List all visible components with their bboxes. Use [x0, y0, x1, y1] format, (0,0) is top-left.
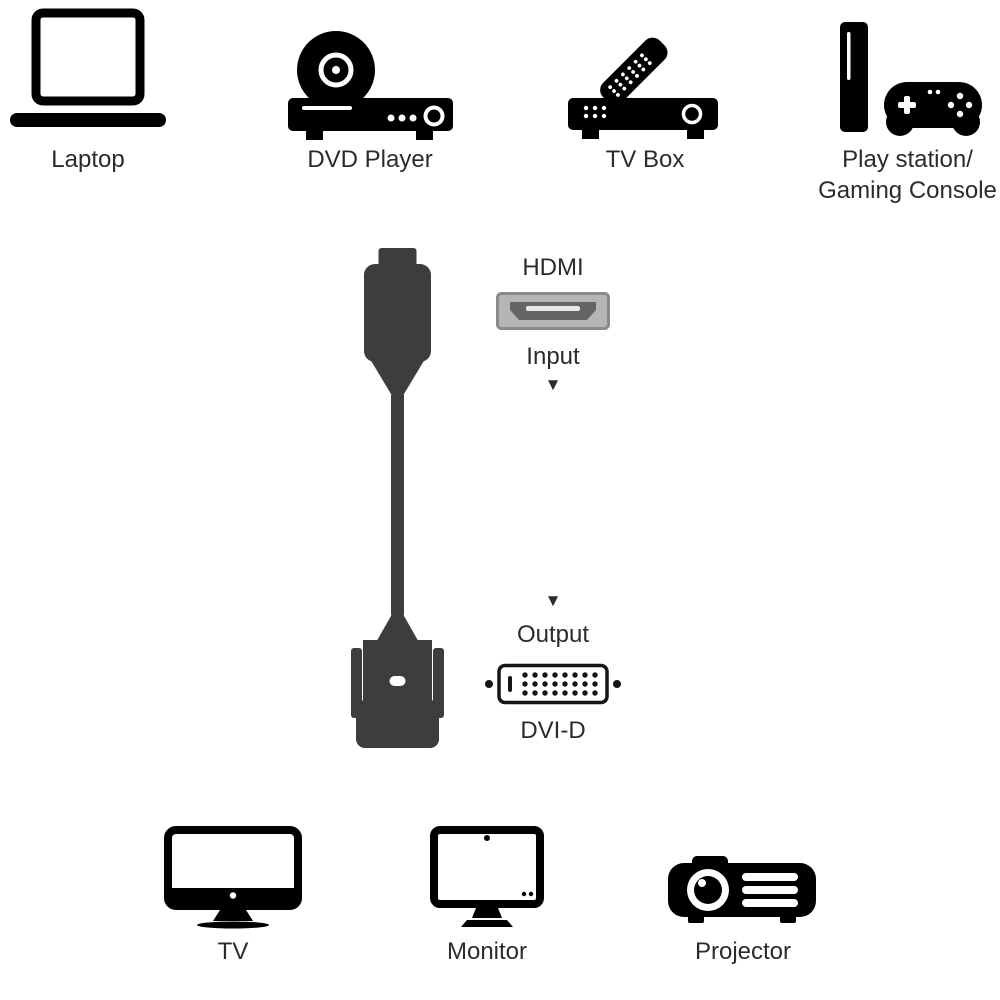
sink-label-tv: TV — [217, 938, 249, 965]
source-label-gaming-console-line2: Gaming Console — [818, 176, 997, 204]
tv-icon — [163, 826, 303, 932]
source-label-dvd-player: DVD Player — [307, 146, 433, 173]
hdmi-port-icon — [496, 292, 610, 330]
dvd-player-icon — [288, 30, 453, 142]
dvi-d-port-icon — [483, 663, 623, 705]
down-arrow-icon: ▼ — [544, 375, 562, 394]
input-connector-label: HDMI — [522, 254, 584, 281]
down-arrow-icon: ▼ — [544, 591, 562, 610]
input-role-label: Input — [526, 343, 580, 370]
monitor-icon — [429, 826, 545, 932]
output-role-label: Output — [516, 621, 590, 648]
source-label-laptop: Laptop — [51, 146, 125, 173]
source-label-gaming-console-line1: Play station/ — [842, 146, 973, 173]
source-label-tv-box: TV Box — [605, 146, 685, 173]
source-label-gaming-console: Play station/ Gaming Console — [815, 145, 1000, 206]
hdmi-to-dvi-cable-icon — [340, 248, 455, 750]
output-connector-label: DVI-D — [520, 717, 586, 744]
projector-icon — [668, 853, 818, 933]
tv-box-icon — [568, 26, 718, 144]
laptop-icon — [10, 8, 166, 136]
sink-label-projector: Projector — [694, 938, 792, 965]
gaming-console-icon — [832, 22, 987, 146]
sink-label-monitor: Monitor — [446, 938, 528, 965]
